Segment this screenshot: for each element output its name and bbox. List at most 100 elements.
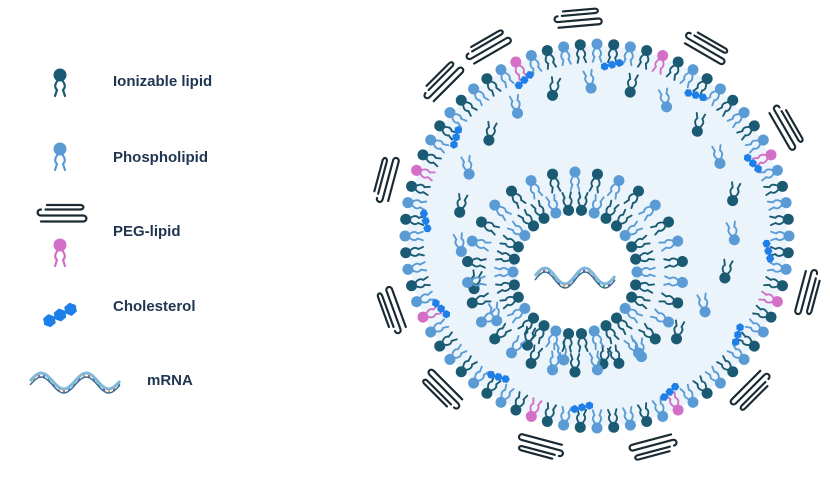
outer-lipid (744, 134, 769, 154)
lipid-head (53, 142, 67, 156)
outer-lipid (704, 365, 726, 389)
lipid-head (727, 94, 739, 106)
lipid-head (610, 220, 623, 232)
lipid-tails (452, 232, 465, 249)
cholesterol-ring (452, 133, 460, 142)
inner-lipid (626, 234, 651, 253)
outer-lipid (637, 402, 653, 427)
lipid-tails (485, 120, 498, 138)
lipid-tails (549, 350, 562, 367)
legend-label-mrna: mRNA (147, 372, 193, 389)
lipid-tails (495, 205, 512, 222)
inner-lipid (530, 320, 550, 345)
lipid-head (691, 125, 703, 137)
lipid-tails (605, 199, 620, 217)
cholesterol-ring (432, 298, 440, 308)
lipid-tails (752, 304, 769, 319)
lipid-head (489, 199, 501, 211)
lipid-head (468, 83, 480, 95)
peg-chain-path (36, 203, 88, 223)
lipid-head (508, 253, 520, 265)
outer-lipid (766, 261, 792, 275)
outer-lipid (411, 290, 436, 308)
lipid-head (608, 421, 620, 433)
interior-lipid (719, 258, 734, 284)
peg-chain (683, 31, 729, 66)
cholesterol-ring (43, 314, 56, 328)
cholesterol-ring (734, 330, 742, 339)
lipid-tails (650, 308, 667, 323)
middle-lipid (462, 275, 487, 288)
lipid-head (527, 312, 540, 324)
lipid-tails (410, 261, 428, 273)
middle-lipid (475, 308, 500, 328)
interior-lipid (624, 72, 639, 98)
lipid-head (591, 364, 603, 376)
peg-chain (423, 61, 465, 103)
cholesterol-ring (600, 62, 609, 71)
lipid-head (619, 302, 631, 314)
outer-lipid (495, 64, 515, 89)
cholesterol-ring (525, 71, 535, 79)
middle-lipid (606, 344, 625, 369)
outer-lipid (651, 397, 669, 422)
outer-lipid (481, 375, 502, 399)
peg-chain-path (794, 269, 821, 316)
cholesterol-ring (765, 254, 775, 263)
middle-lipid (663, 256, 688, 269)
cholesterol (450, 125, 463, 149)
outer-lipid (622, 41, 636, 67)
lipid-tails (692, 375, 708, 392)
lipid-tails (577, 191, 589, 208)
outer-lipid (400, 213, 425, 226)
lipid-head (649, 333, 661, 345)
lipid-head (558, 41, 570, 53)
lipid-tails (633, 296, 651, 310)
lipid-tails (577, 336, 589, 353)
lipid-tails (560, 405, 572, 423)
outer-lipid (495, 383, 515, 408)
lipid-tails (529, 58, 543, 75)
lipid-head (676, 276, 688, 288)
outer-lipid (758, 164, 783, 182)
middle-lipid (475, 216, 500, 236)
lipid-tails (495, 250, 512, 263)
cholesterol-ring (615, 58, 624, 68)
outer-lipid (769, 213, 794, 226)
outer-lipid (622, 405, 636, 431)
lipid-head (511, 107, 524, 119)
lipid-tails (544, 53, 557, 70)
lipid-tails (627, 72, 639, 90)
peg-chain (794, 269, 821, 316)
lipid-tails (766, 261, 784, 273)
interior-lipid (711, 144, 726, 169)
lipid-head (481, 73, 493, 85)
lipid-tails (725, 220, 738, 237)
lipid-tails (658, 292, 676, 306)
outer-lipid (399, 230, 424, 242)
lipid-head (714, 83, 726, 95)
inner-lipid (545, 325, 562, 351)
peg-chain-path (422, 368, 464, 410)
lipid-head (507, 266, 519, 278)
lipid-tails (736, 125, 753, 141)
middle-lipid (588, 350, 603, 376)
cholesterol-ring (53, 308, 67, 322)
mrna-strand (534, 271, 616, 289)
lipid-tails (673, 319, 686, 336)
lipid-head (728, 234, 740, 246)
lipid-tails (494, 266, 510, 278)
legend-label-phospholipid: Phospholipid (113, 149, 208, 166)
outer-lipid (704, 83, 726, 107)
outer-lipid (558, 405, 572, 431)
legend-icons (28, 68, 122, 394)
middle-lipid (623, 185, 645, 209)
lipid-head (631, 266, 643, 278)
lipid-head (714, 377, 726, 389)
middle-lipid (525, 175, 544, 200)
lipid-tails (726, 113, 743, 129)
cholesterol-ring (762, 239, 771, 248)
lipid-tails (529, 397, 543, 414)
lipid-head (591, 168, 603, 180)
lipid-head (434, 120, 446, 132)
